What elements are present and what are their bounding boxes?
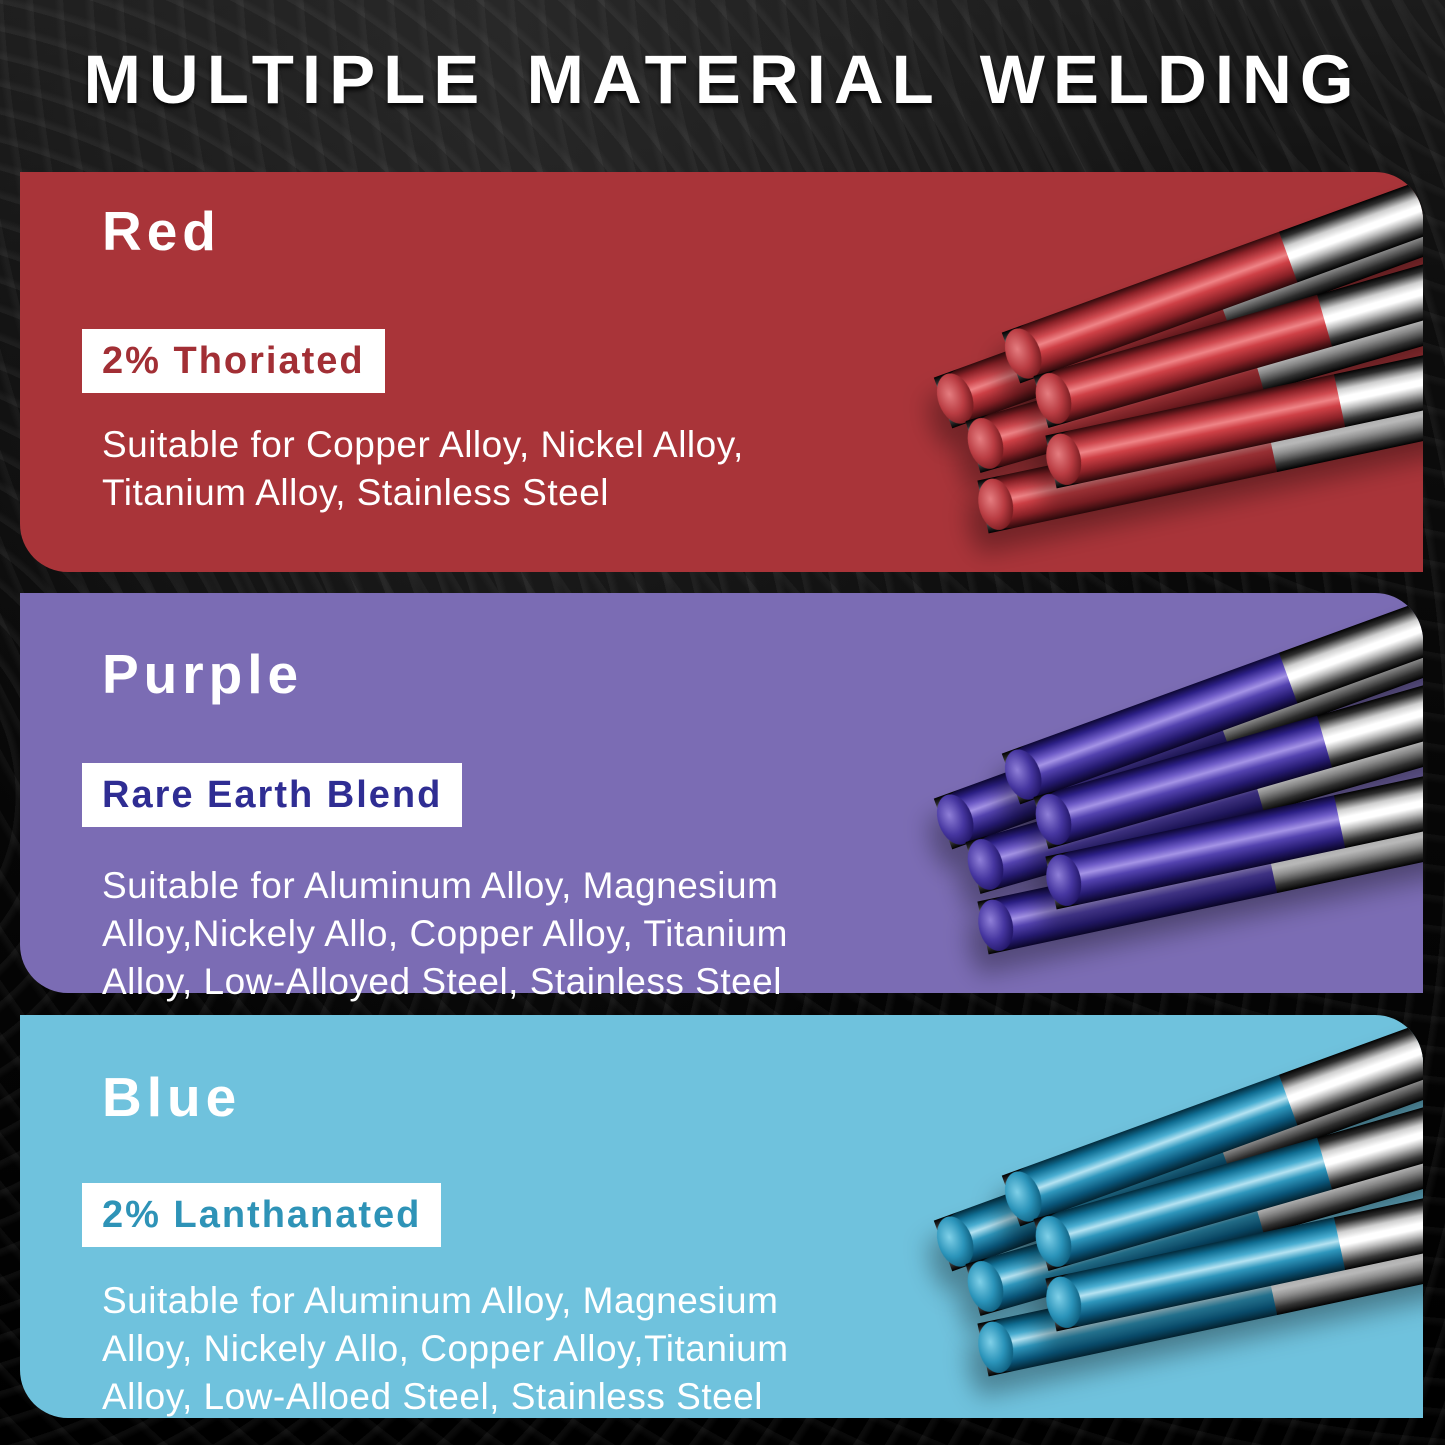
desc-line: Suitable for Aluminum Alloy, Magnesium: [102, 865, 779, 906]
panel-purple-content: Purple Rare Earth Blend Suitable for Alu…: [82, 641, 1423, 1006]
panel-blue-content: Blue 2% Lanthanated Suitable for Aluminu…: [82, 1064, 1423, 1421]
desc-line: Alloy, Nickely Allo, Copper Alloy,Titani…: [102, 1328, 789, 1369]
panel-red-heading: Red: [102, 200, 221, 262]
panel-blue-badge: 2% Lanthanated: [82, 1183, 442, 1247]
panel-red-description: Suitable for Copper Alloy, Nickel Alloy,…: [102, 421, 1423, 517]
panel-blue: Blue 2% Lanthanated Suitable for Aluminu…: [20, 1015, 1423, 1418]
panel-purple-heading: Purple: [102, 643, 304, 705]
panel-blue-description: Suitable for Aluminum Alloy, Magnesium A…: [102, 1277, 1423, 1421]
page-title: MULTIPLE MATERIAL WELDING: [83, 41, 1362, 118]
panel-purple-description: Suitable for Aluminum Alloy, Magnesium A…: [102, 862, 1423, 1006]
desc-line: Suitable for Aluminum Alloy, Magnesium: [102, 1280, 779, 1321]
desc-line: Alloy,Nickely Allo, Copper Alloy, Titani…: [102, 913, 788, 954]
panel-red: Red 2% Thoriated Suitable for Copper All…: [20, 172, 1423, 572]
panel-blue-heading: Blue: [102, 1066, 242, 1128]
panel-purple-badge: Rare Earth Blend: [82, 763, 463, 827]
panel-red-content: Red 2% Thoriated Suitable for Copper All…: [82, 198, 1423, 517]
desc-line: Alloy, Low-Alloed Steel, Stainless Steel: [102, 1376, 763, 1417]
desc-line: Titanium Alloy, Stainless Steel: [102, 472, 609, 513]
panel-red-badge: 2% Thoriated: [82, 329, 385, 393]
desc-line: Suitable for Copper Alloy, Nickel Alloy,: [102, 424, 744, 465]
panel-purple: Purple Rare Earth Blend Suitable for Alu…: [20, 593, 1423, 1002]
desc-line: Alloy, Low-Alloyed Steel, Stainless Stee…: [102, 961, 782, 1002]
